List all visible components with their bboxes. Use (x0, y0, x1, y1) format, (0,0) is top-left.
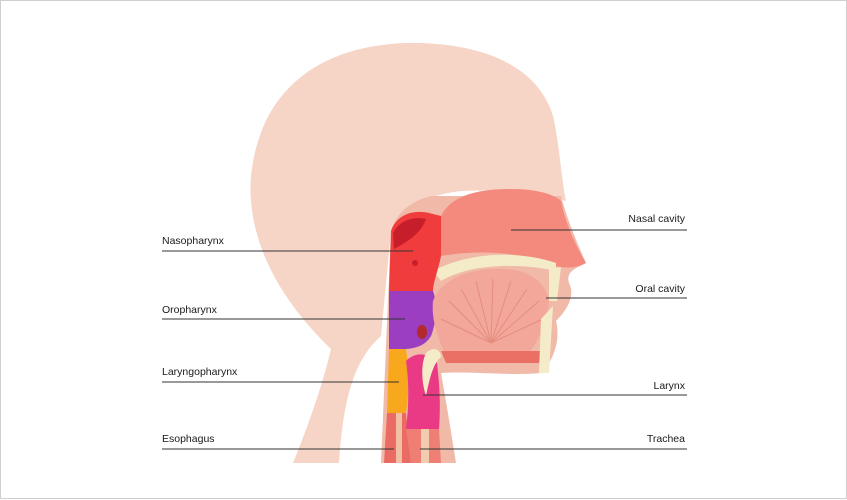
label-laryngopharynx: Laryngopharynx (162, 366, 238, 378)
esophagus-rings (396, 413, 402, 463)
head-silhouette (250, 42, 566, 464)
laryngopharynx-region (387, 349, 409, 413)
lower-jaw (441, 351, 541, 363)
tongue-muscle-lines (440, 278, 544, 344)
nasopharynx-dark (393, 218, 426, 249)
tonsil (417, 325, 427, 339)
label-esophagus: Esophagus (162, 433, 215, 445)
epiglottis (422, 349, 441, 396)
label-larynx: Larynx (653, 380, 685, 392)
label-oropharynx: Oropharynx (162, 304, 217, 316)
trachea-rings (421, 429, 429, 463)
label-trachea: Trachea (646, 433, 685, 445)
nasal-cavity-region (441, 189, 586, 268)
adenoid-spot (412, 260, 418, 266)
label-nasopharynx: Nasopharynx (162, 235, 224, 247)
lower-teeth (539, 306, 553, 373)
leader-lines (162, 229, 687, 450)
label-oral-cavity: Oral cavity (635, 283, 685, 295)
label-nasal-cavity: Nasal cavity (628, 213, 685, 225)
upper-teeth (549, 267, 561, 301)
hard-palate (433, 254, 556, 281)
